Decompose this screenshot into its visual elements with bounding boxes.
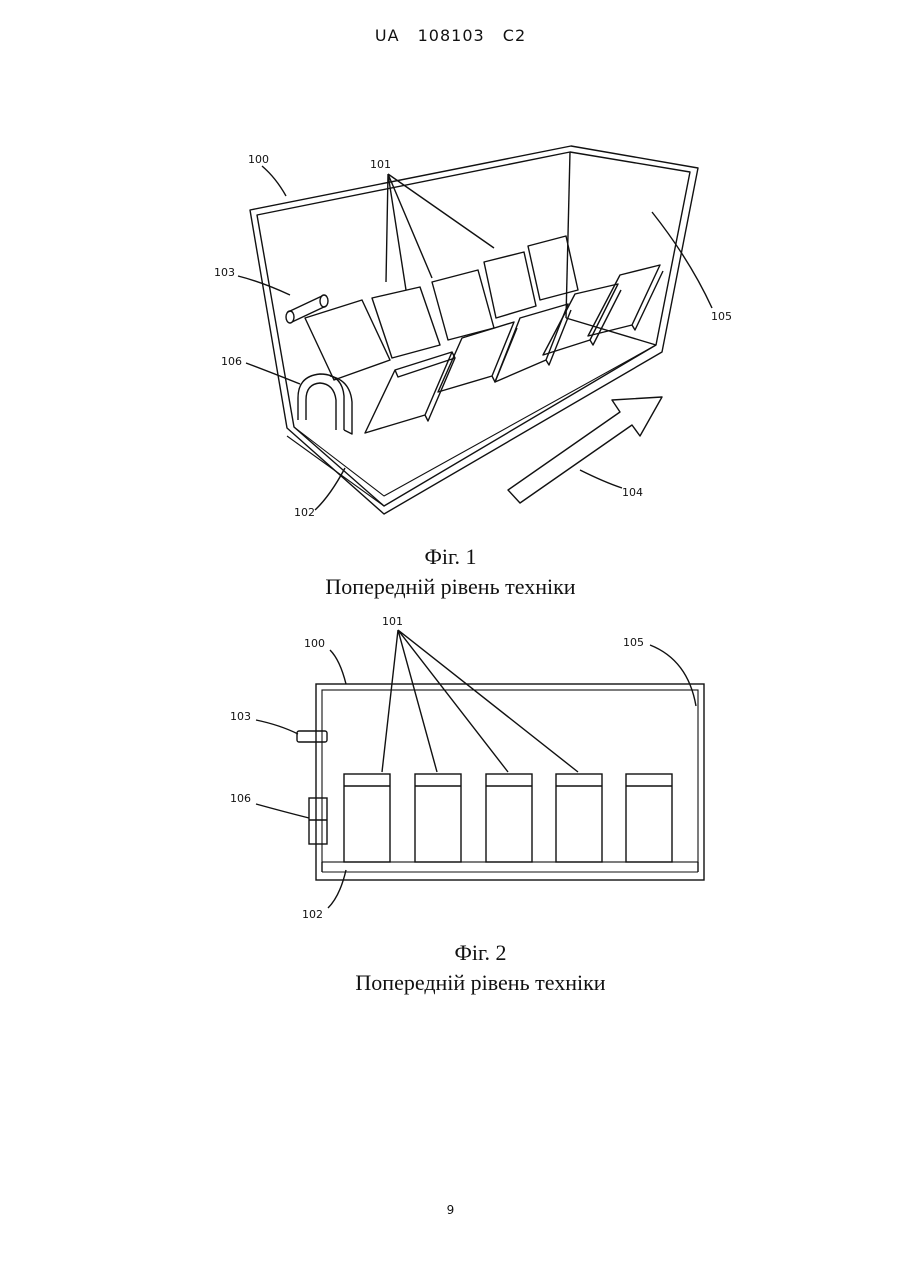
label-103: 103 bbox=[214, 266, 235, 279]
figure-2-drawing: 100 101 105 103 106 102 bbox=[0, 600, 901, 930]
label-106: 106 bbox=[230, 792, 251, 805]
leader-106 bbox=[246, 363, 300, 384]
module-block bbox=[588, 265, 663, 336]
leader-104 bbox=[580, 470, 622, 488]
module-101 bbox=[415, 774, 461, 862]
leader-106 bbox=[256, 804, 309, 818]
label-100: 100 bbox=[248, 153, 269, 166]
label-101: 101 bbox=[382, 615, 403, 628]
leader-103 bbox=[256, 720, 298, 734]
figure-1-title: Фіг. 1 bbox=[0, 542, 901, 572]
figure-1-caption: Фіг. 1 Попередній рівень техніки bbox=[0, 542, 901, 602]
leader-102 bbox=[328, 870, 346, 908]
housing-inner bbox=[322, 690, 698, 862]
leader-101 bbox=[386, 174, 494, 290]
housing-outer bbox=[316, 684, 704, 880]
floor-front-edge bbox=[294, 345, 656, 496]
floor-back-edge bbox=[566, 318, 656, 345]
figure-2-subtitle: Попередній рівень техніки bbox=[30, 968, 901, 998]
figure-1-subtitle: Попередній рівень техніки bbox=[0, 572, 901, 602]
label-106: 106 bbox=[221, 355, 242, 368]
module-101 bbox=[556, 774, 602, 862]
module-block bbox=[495, 304, 571, 382]
figure-1-drawing: 100 101 103 106 105 102 104 bbox=[0, 0, 901, 540]
label-105: 105 bbox=[623, 636, 644, 649]
housing-inner-outline bbox=[257, 152, 690, 506]
figure-2-caption: Фіг. 2 Попередній рівень техніки bbox=[30, 938, 901, 998]
seat-panel bbox=[432, 270, 494, 340]
label-101: 101 bbox=[370, 158, 391, 171]
label-100: 100 bbox=[304, 637, 325, 650]
figure-2-title: Фіг. 2 bbox=[30, 938, 901, 968]
label-104: 104 bbox=[622, 486, 643, 499]
module-101 bbox=[626, 774, 672, 862]
module-101 bbox=[344, 774, 390, 862]
leader-101 bbox=[382, 630, 578, 772]
seat-panel bbox=[372, 287, 440, 358]
label-105: 105 bbox=[711, 310, 732, 323]
housing-outline bbox=[250, 146, 698, 514]
module-101 bbox=[486, 774, 532, 862]
fan-106 bbox=[309, 798, 327, 844]
leader-105 bbox=[650, 645, 696, 706]
seat-panel bbox=[484, 252, 536, 318]
label-102: 102 bbox=[294, 506, 315, 519]
leader-100 bbox=[262, 166, 286, 196]
floor-base-line bbox=[287, 436, 384, 506]
leader-100 bbox=[330, 650, 346, 684]
seat-panel bbox=[528, 236, 578, 300]
label-103: 103 bbox=[230, 710, 251, 723]
label-102: 102 bbox=[302, 908, 323, 921]
page-number: 9 bbox=[0, 1203, 901, 1217]
leader-105 bbox=[652, 212, 712, 308]
